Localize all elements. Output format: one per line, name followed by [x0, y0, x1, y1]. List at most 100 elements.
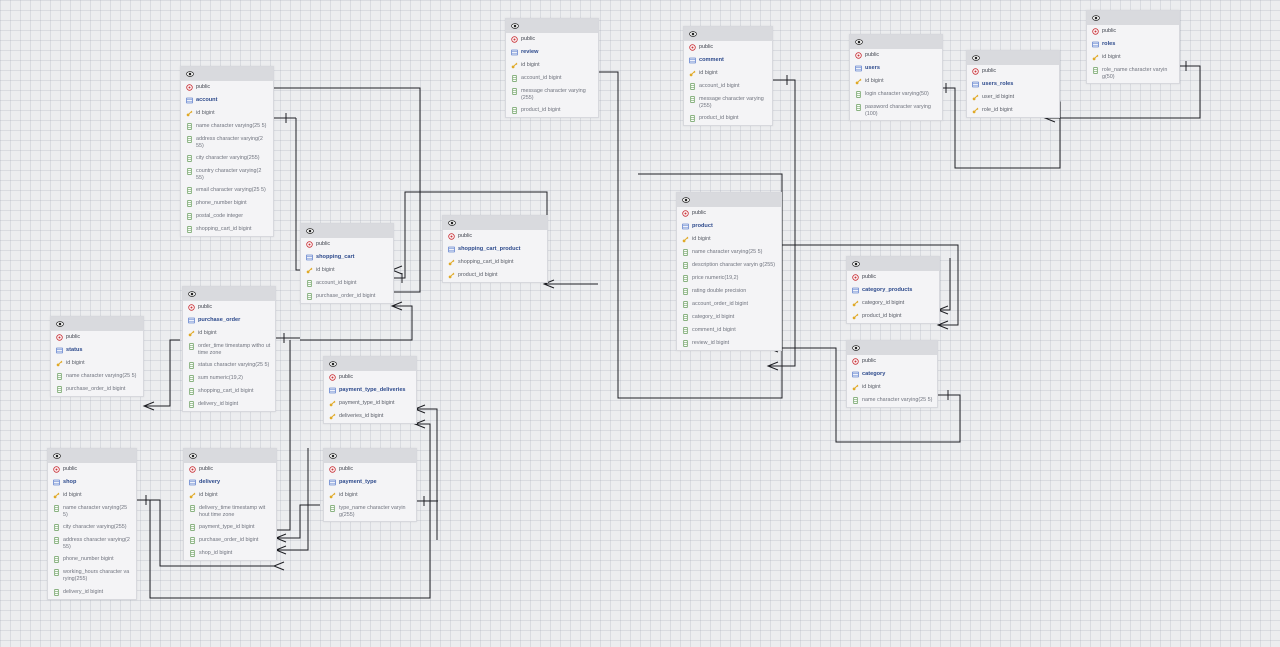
- eye-icon[interactable]: [448, 219, 456, 227]
- column-row[interactable]: purchase_order_id bigint: [184, 534, 276, 547]
- column-row[interactable]: account_id bigint: [506, 72, 598, 85]
- column-row[interactable]: product_id bigint: [847, 310, 939, 323]
- column-row[interactable]: delivery_time timestamp wit hout time zo…: [184, 502, 276, 521]
- column-row[interactable]: comment_id bigint: [677, 324, 781, 337]
- column-row[interactable]: account_id bigint: [301, 277, 393, 290]
- table-header[interactable]: [1087, 11, 1179, 25]
- eye-icon[interactable]: [682, 196, 690, 204]
- column-row[interactable]: sum numeric(19,2): [183, 372, 275, 385]
- eye-icon[interactable]: [329, 452, 337, 460]
- column-row[interactable]: id bigint: [850, 75, 942, 88]
- column-row[interactable]: name character varying(25 5): [677, 246, 781, 259]
- eye-icon[interactable]: [306, 227, 314, 235]
- eye-icon[interactable]: [855, 38, 863, 46]
- column-row[interactable]: id bigint: [184, 489, 276, 502]
- table-name-row[interactable]: shopping_cart_product: [443, 243, 547, 256]
- table-header[interactable]: [301, 224, 393, 238]
- eye-icon[interactable]: [53, 452, 61, 460]
- eye-icon[interactable]: [852, 344, 860, 352]
- table-name-row[interactable]: category: [847, 368, 937, 381]
- column-row[interactable]: name character varying(25 5): [181, 120, 273, 133]
- column-row[interactable]: account_id bigint: [684, 80, 772, 93]
- column-row[interactable]: address character varying(2 55): [48, 534, 136, 553]
- table-header[interactable]: [850, 35, 942, 49]
- eye-icon[interactable]: [852, 260, 860, 268]
- table-name-row[interactable]: shopping_cart: [301, 251, 393, 264]
- column-row[interactable]: category_id bigint: [847, 297, 939, 310]
- table-name-row[interactable]: purchase_order: [183, 314, 275, 327]
- eye-icon[interactable]: [511, 22, 519, 30]
- column-row[interactable]: product_id bigint: [684, 112, 772, 125]
- column-row[interactable]: product_id bigint: [506, 104, 598, 117]
- column-row[interactable]: country character varying(2 55): [181, 165, 273, 184]
- column-row[interactable]: shopping_cart_id bigint: [183, 385, 275, 398]
- column-row[interactable]: role_name character varyin g(50): [1087, 64, 1179, 83]
- column-row[interactable]: shop_id bigint: [184, 547, 276, 560]
- column-row[interactable]: review_id bigint: [677, 337, 781, 350]
- column-row[interactable]: id bigint: [847, 381, 937, 394]
- column-row[interactable]: deliveries_id bigint: [324, 410, 416, 423]
- column-row[interactable]: phone_number bigint: [48, 553, 136, 566]
- table-name-row[interactable]: comment: [684, 54, 772, 67]
- table-name-row[interactable]: review: [506, 46, 598, 59]
- eye-icon[interactable]: [189, 452, 197, 460]
- eye-icon[interactable]: [56, 320, 64, 328]
- eye-icon[interactable]: [188, 290, 196, 298]
- eye-icon[interactable]: [186, 70, 194, 78]
- eye-icon[interactable]: [1092, 14, 1100, 22]
- column-row[interactable]: role_id bigint: [967, 104, 1059, 117]
- column-row[interactable]: id bigint: [506, 59, 598, 72]
- column-row[interactable]: shopping_cart_id bigint: [181, 223, 273, 236]
- column-row[interactable]: message character varying (255): [684, 93, 772, 112]
- column-row[interactable]: email character varying(25 5): [181, 184, 273, 197]
- column-row[interactable]: id bigint: [181, 107, 273, 120]
- column-row[interactable]: id bigint: [183, 327, 275, 340]
- table-name-row[interactable]: payment_type: [324, 476, 416, 489]
- column-row[interactable]: id bigint: [324, 489, 416, 502]
- column-row[interactable]: working_hours character va rying(255): [48, 566, 136, 585]
- column-row[interactable]: phone_number bigint: [181, 197, 273, 210]
- column-row[interactable]: id bigint: [1087, 51, 1179, 64]
- table-header[interactable]: [324, 449, 416, 463]
- table-name-row[interactable]: users_roles: [967, 78, 1059, 91]
- table-header[interactable]: [677, 193, 781, 207]
- column-row[interactable]: name character varying(25 5): [48, 502, 136, 521]
- column-row[interactable]: password character varying (100): [850, 101, 942, 120]
- column-row[interactable]: postal_code integer: [181, 210, 273, 223]
- table-name-row[interactable]: status: [51, 344, 143, 357]
- table-name-row[interactable]: delivery: [184, 476, 276, 489]
- column-row[interactable]: order_time timestamp witho ut time zone: [183, 340, 275, 359]
- table-header[interactable]: [847, 341, 937, 355]
- table-header[interactable]: [51, 317, 143, 331]
- column-row[interactable]: shopping_cart_id bigint: [443, 256, 547, 269]
- column-row[interactable]: delivery_id bigint: [48, 586, 136, 599]
- column-row[interactable]: city character varying(255): [181, 152, 273, 165]
- column-row[interactable]: city character varying(255): [48, 521, 136, 534]
- table-name-row[interactable]: product: [677, 220, 781, 233]
- column-row[interactable]: id bigint: [51, 357, 143, 370]
- column-row[interactable]: name character varying(25 5): [51, 370, 143, 383]
- table-name-row[interactable]: payment_type_deliveries: [324, 384, 416, 397]
- table-name-row[interactable]: category_products: [847, 284, 939, 297]
- eye-icon[interactable]: [972, 54, 980, 62]
- column-row[interactable]: purchase_order_id bigint: [51, 383, 143, 396]
- table-header[interactable]: [684, 27, 772, 41]
- column-row[interactable]: payment_type_id bigint: [324, 397, 416, 410]
- column-row[interactable]: type_name character varyin g(255): [324, 502, 416, 521]
- table-header[interactable]: [48, 449, 136, 463]
- table-header[interactable]: [506, 19, 598, 33]
- table-header[interactable]: [443, 216, 547, 230]
- column-row[interactable]: product_id bigint: [443, 269, 547, 282]
